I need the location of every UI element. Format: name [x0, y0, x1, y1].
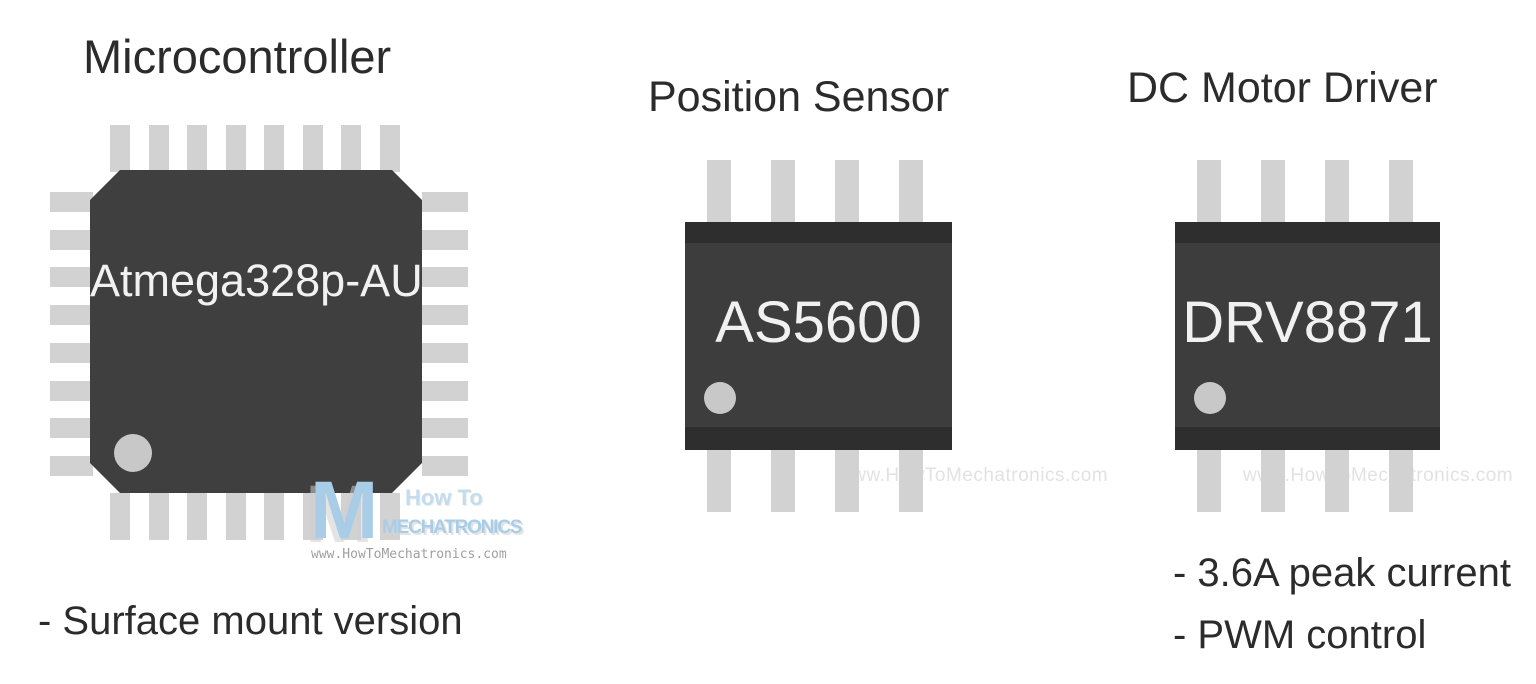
chip-pin [302, 493, 323, 540]
soic-bottom-pins [707, 450, 923, 512]
chip-pin [422, 342, 468, 363]
chip-pin [771, 160, 795, 224]
drv8871-soic-chip: DRV8871 [1175, 160, 1440, 512]
chip-pin [225, 125, 246, 172]
chip-pin [50, 192, 93, 212]
chip-pin [835, 450, 859, 512]
soic-chip-body: DRV8871 [1175, 222, 1440, 450]
pin1-indicator-dot [1194, 382, 1226, 414]
chip-pin [110, 125, 130, 172]
chip-pin [1197, 450, 1221, 512]
watermark-text: www.HowToMechatronics.com [1243, 465, 1514, 486]
chip-pin [341, 493, 362, 540]
chip-label: Atmega328p-AU [90, 255, 423, 306]
soic-top-pins [1197, 160, 1413, 224]
chip-pin [50, 305, 93, 326]
chip-pin [899, 160, 923, 224]
soic-bottom-pins [1197, 450, 1413, 512]
qfp-right-pins [422, 192, 468, 476]
as5600-soic-chip: AS5600 [685, 160, 952, 512]
chip-pin [422, 267, 468, 288]
chip-pin [422, 455, 468, 476]
pin1-indicator-dot [114, 434, 152, 472]
qfp-left-pins [50, 192, 93, 476]
chip-pin [302, 125, 323, 172]
chip-pin [110, 493, 130, 540]
dc-motor-driver-title: DC Motor Driver [1127, 64, 1438, 112]
qfp-bottom-pins [110, 493, 400, 540]
microcontroller-note: - Surface mount version [38, 599, 463, 643]
chip-pin [1261, 450, 1285, 512]
logo-mechatronics-text: MECHATRONICS [382, 517, 523, 538]
logo-monogram: M [310, 465, 379, 556]
chip-pin [50, 267, 93, 288]
chip-pin [1325, 450, 1349, 512]
chip-pin [899, 450, 923, 512]
chip-pin [835, 160, 859, 224]
chip-pin [187, 493, 208, 540]
atmega328p-qfp-chip: Atmega328p-AU [45, 125, 468, 545]
dc-motor-driver-note-2: - PWM control [1173, 613, 1427, 657]
pin1-indicator-dot [704, 382, 736, 414]
chip-pin [148, 125, 169, 172]
position-sensor-title: Position Sensor [648, 73, 950, 121]
chip-pin [187, 125, 208, 172]
dc-motor-driver-note-1: - 3.6A peak current [1173, 551, 1511, 595]
chip-pin [1389, 160, 1413, 224]
chip-pin [1197, 160, 1221, 224]
chip-pin [225, 493, 246, 540]
chip-pin [148, 493, 169, 540]
logo-how-to-text: How To [405, 485, 483, 510]
howtomechatronics-logo: M How To MECHATRONICS www.HowToMechatron… [308, 465, 523, 567]
chip-pin [422, 380, 468, 401]
qfp-top-pins [110, 125, 400, 172]
chip-pin [771, 450, 795, 512]
chip-pin [422, 229, 468, 250]
chip-pin [50, 380, 93, 401]
chip-pin [264, 125, 285, 172]
chip-pin [1389, 450, 1413, 512]
chip-pin [422, 305, 468, 326]
chip-pin [50, 229, 93, 250]
chip-pin [707, 450, 731, 512]
logo-url-text: www.HowToMechatronics.com [311, 547, 507, 562]
soic-chip-body: AS5600 [685, 222, 952, 450]
chip-pin [707, 160, 731, 224]
soic-top-pins [707, 160, 923, 224]
microcontroller-title: Microcontroller [83, 30, 392, 83]
chip-pin [1261, 160, 1285, 224]
chip-pin [379, 125, 400, 172]
chip-label: DRV8871 [1182, 290, 1433, 355]
chip-pin [341, 125, 362, 172]
chip-pin [50, 418, 93, 439]
chip-pin [422, 192, 468, 212]
chip-pin [50, 455, 93, 476]
chip-pin [50, 342, 93, 363]
chip-pin [379, 493, 400, 540]
chip-pin [1325, 160, 1349, 224]
chip-label: AS5600 [715, 290, 922, 355]
chip-pin [264, 493, 285, 540]
chip-pin [422, 418, 468, 439]
qfp-chip-body: Atmega328p-AU [90, 170, 422, 493]
